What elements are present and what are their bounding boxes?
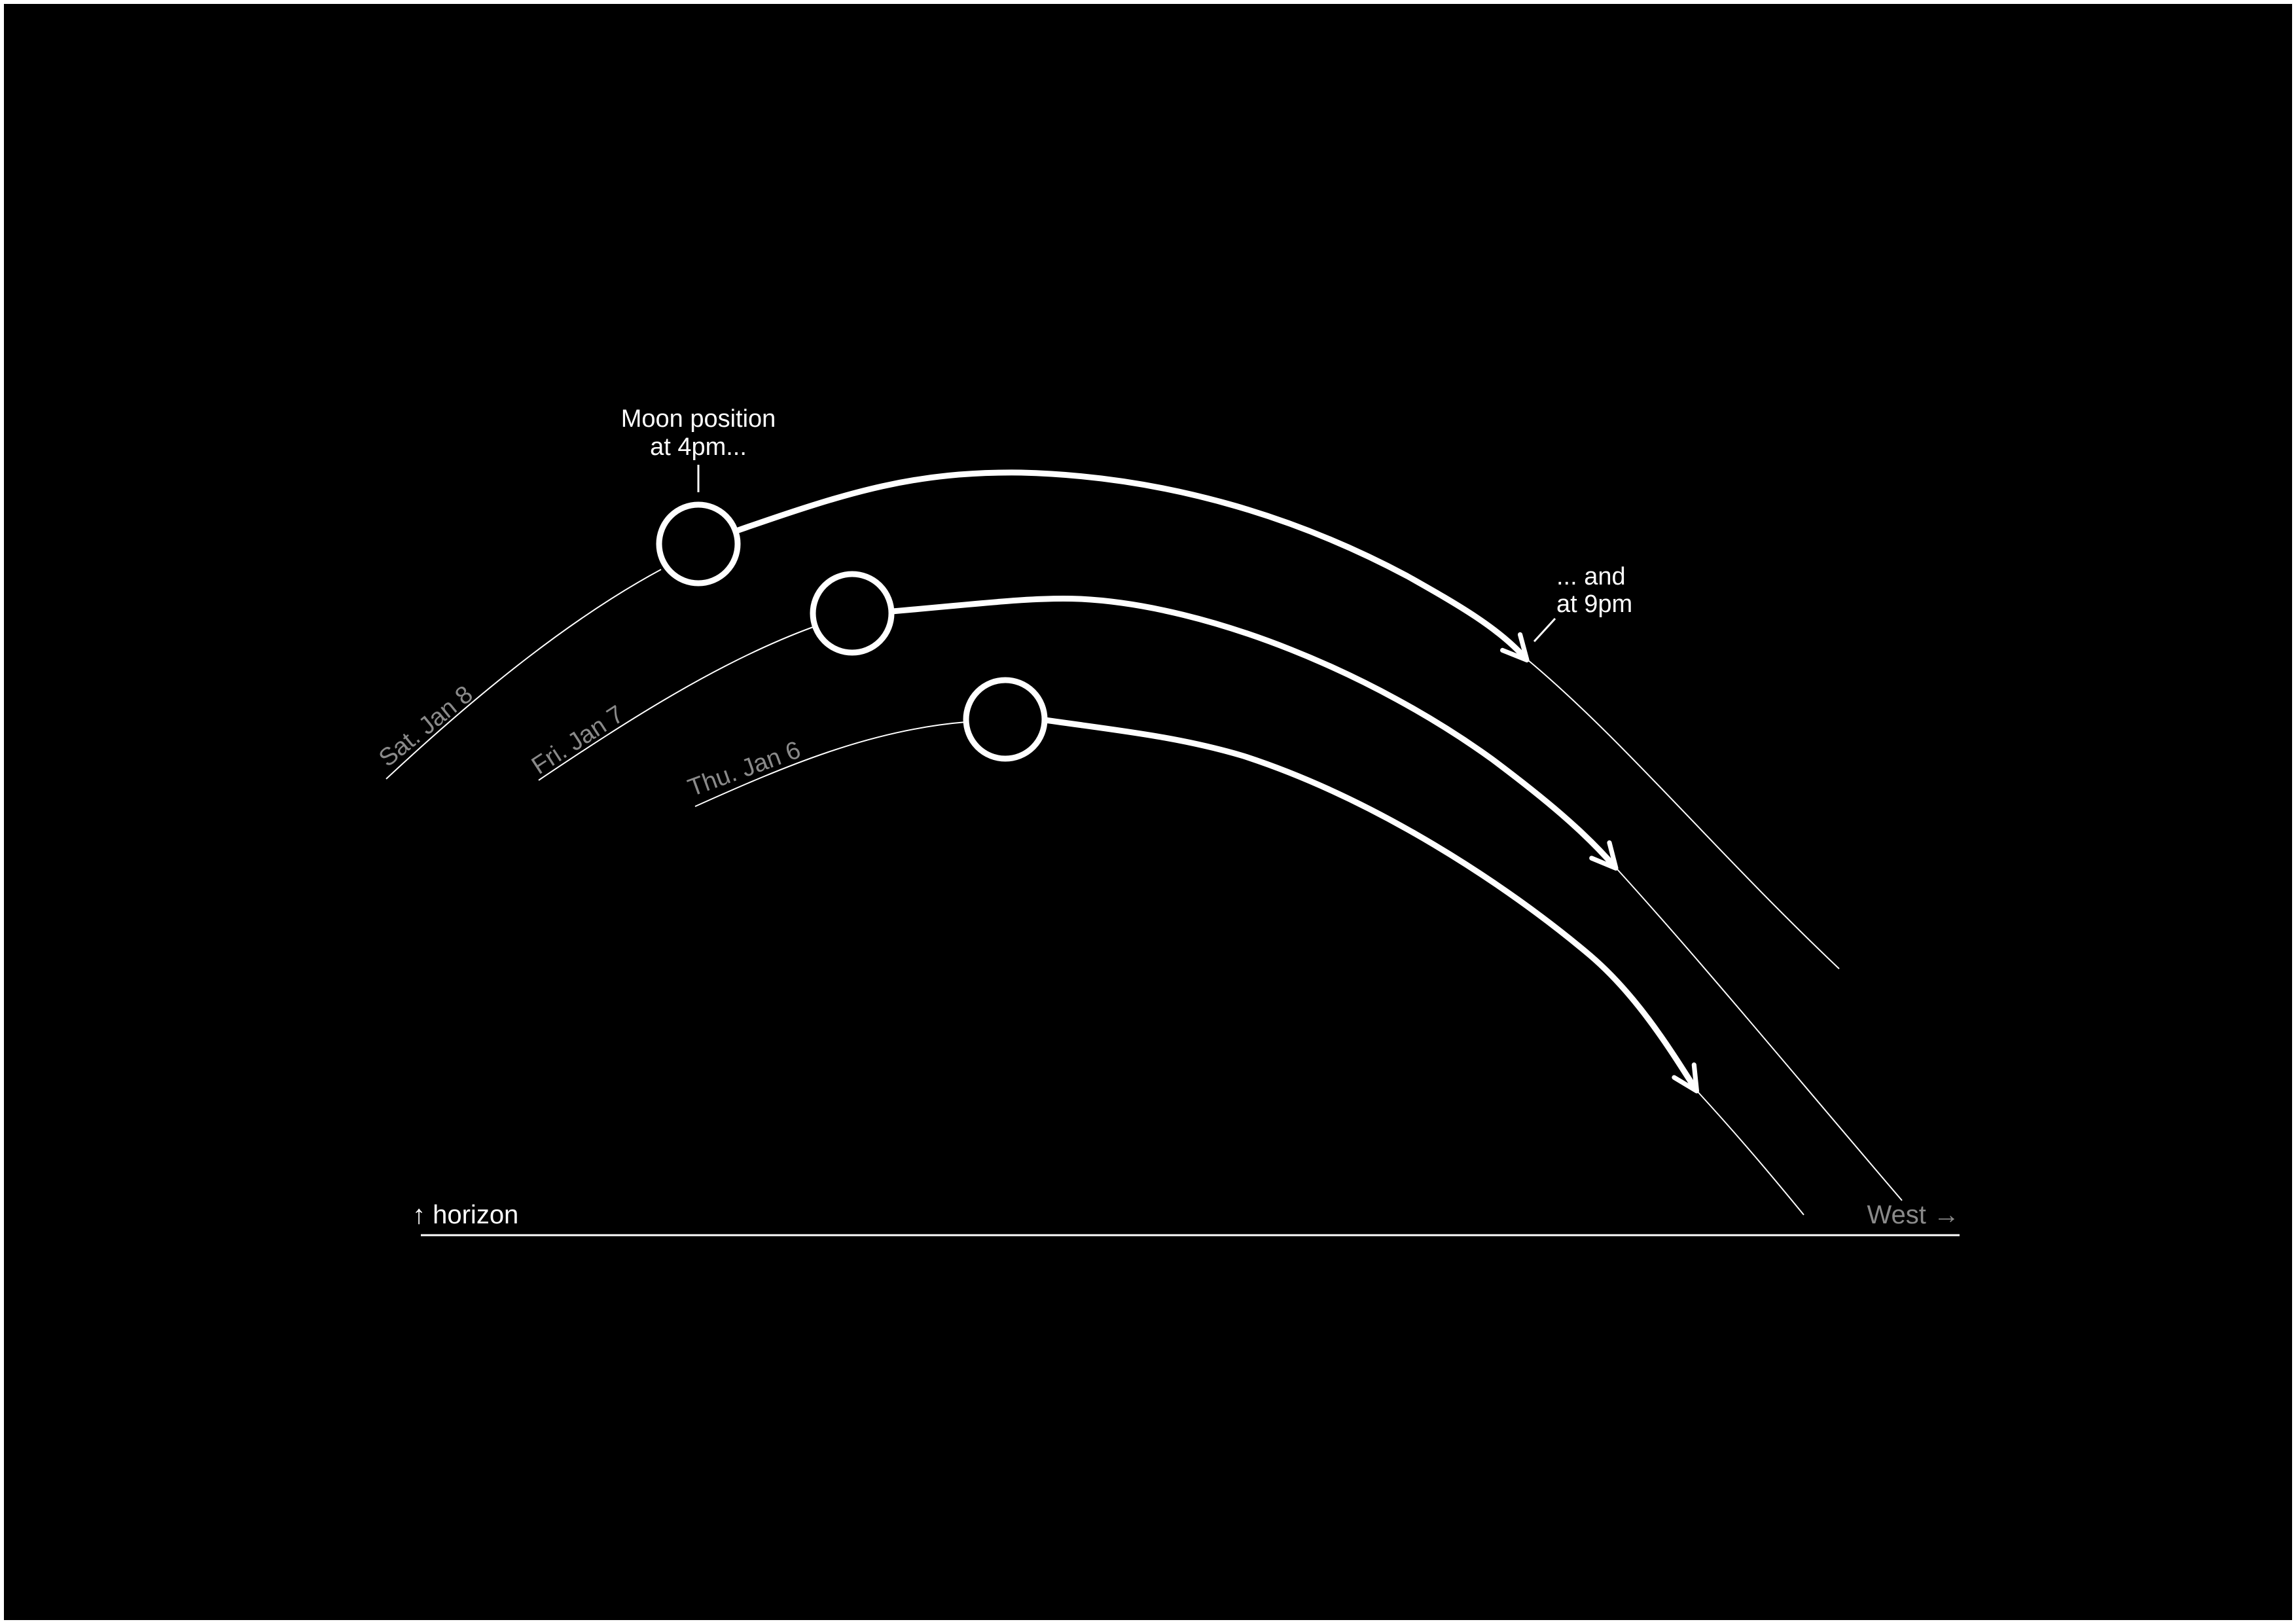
fri-visible-arc [889, 595, 1619, 871]
fri-day-label: Fri. Jan 7 [527, 700, 629, 780]
thu-thin-after [1697, 1091, 1804, 1216]
annotation-start-line1: Moon position [621, 405, 776, 433]
sat-moon-4pm-circle [656, 501, 741, 586]
fri-thin-before [538, 626, 814, 781]
annotation-start: Moon position at 4pm... [621, 405, 776, 492]
path-fri-jan-7: Fri. Jan 7 [527, 571, 1903, 1201]
sat-day-label: Sat. Jan 8 [374, 681, 478, 772]
annotation-end-leader [1533, 617, 1556, 643]
annotation-end-line1: ... and [1556, 563, 1626, 590]
fri-thin-after [1616, 868, 1903, 1201]
thu-day-label: Thu. Jan 6 [685, 736, 804, 803]
path-thu-jan-6: Thu. Jan 6 [685, 677, 1804, 1216]
annotation-end: ... and at 9pm [1533, 563, 1632, 643]
fri-moon-4pm-circle [810, 571, 895, 656]
sat-visible-arc [735, 469, 1530, 662]
diagram-canvas [4, 4, 2292, 1620]
thu-moon-4pm-circle [963, 677, 1048, 762]
west-direction-label: West → [1867, 1200, 1960, 1229]
sat-thin-after [1527, 659, 1840, 969]
horizon-label: ↑ horizon [412, 1200, 518, 1229]
thu-visible-arc [1042, 717, 1700, 1094]
annotation-start-line2: at 4pm... [650, 433, 747, 461]
annotation-end-line2: at 9pm [1556, 590, 1632, 618]
sat-thin-before [386, 569, 662, 780]
thu-thin-before [694, 721, 967, 807]
